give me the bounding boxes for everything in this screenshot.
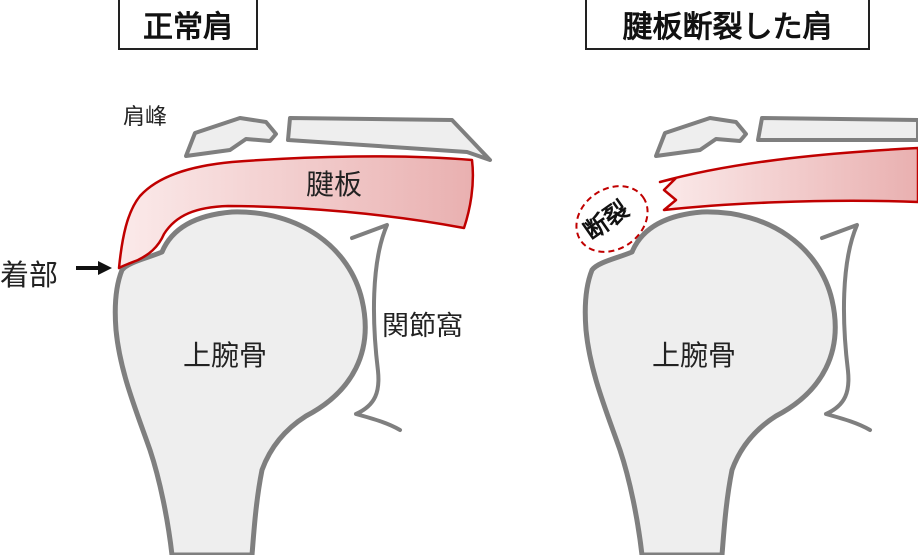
attachment-arrow-head [98,261,112,275]
acromion-left-piece-1 [184,116,278,158]
acromion-left-piece-2 [286,116,492,162]
label-attachment: 着部 [0,258,59,292]
label-tendon: 腱板 [306,168,363,201]
label-acromion: 肩峰 [123,105,168,130]
title-normal-shoulder: 正常肩 [118,0,258,50]
tendon-left [117,155,475,270]
acromion-right-piece-2 [756,116,918,142]
label-glenoid: 関節窩 [382,311,463,342]
tear-marker-circle [575,185,649,253]
acromion-right-piece-1 [654,116,748,158]
title-torn-shoulder: 腱板断裂した肩 [585,0,870,50]
label-humerus-right: 上腕骨 [652,339,737,372]
humerus-right [582,209,838,555]
glenoid-left [350,223,402,432]
glenoid-right [820,223,872,432]
humerus-left [112,209,368,555]
tendon-right-torn [658,146,918,212]
label-humerus-left: 上腕骨 [183,339,268,372]
